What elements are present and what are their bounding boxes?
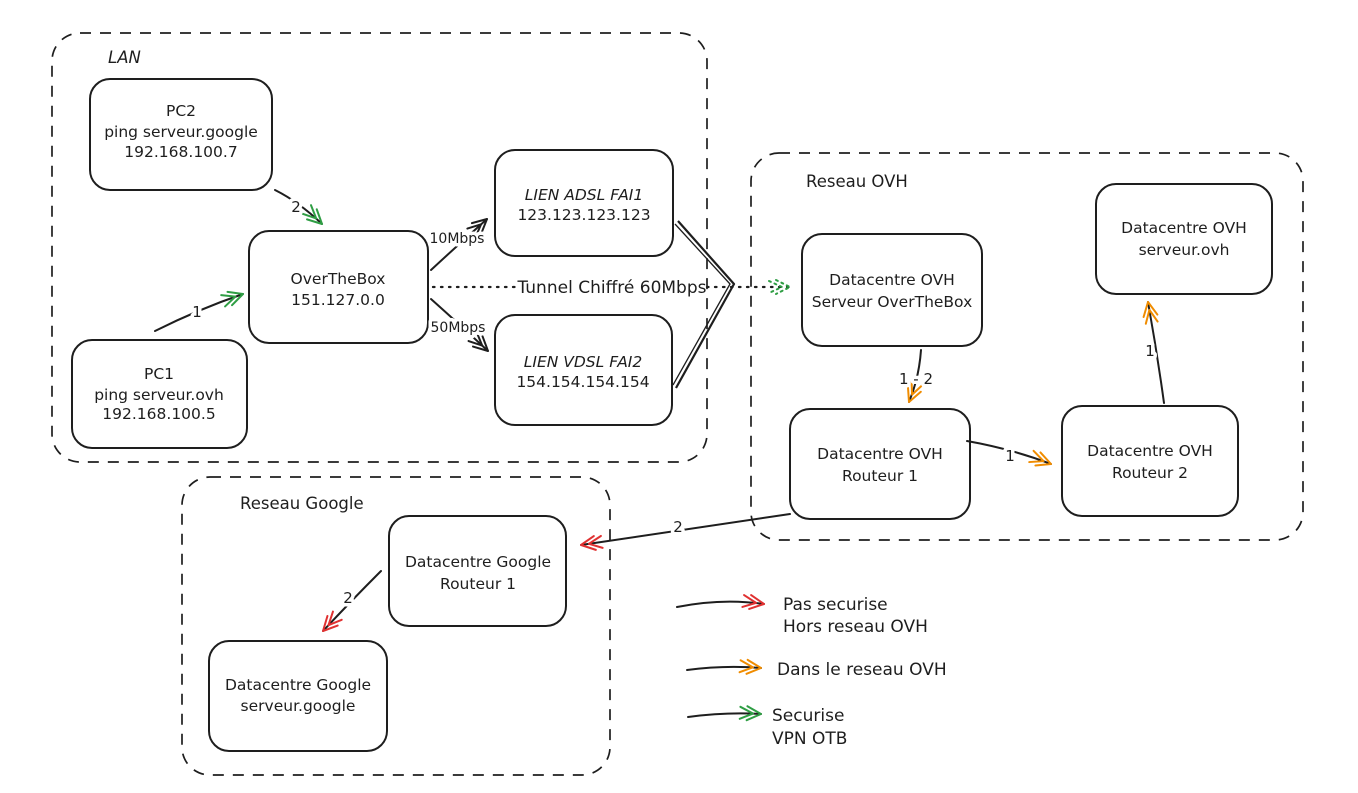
edge-r2-serveurovh-label: 1 xyxy=(1145,342,1155,360)
ovh-serveur-otb-line1: Datacentre OVH xyxy=(829,271,955,289)
google-container-label: Reseau Google xyxy=(240,494,364,513)
adsl-title: LIEN ADSL FAI1 xyxy=(525,186,644,204)
adsl-ip: 123.123.123.123 xyxy=(517,206,650,224)
node-ovh-routeur-2: Datacentre OVH Routeur 2 xyxy=(1061,405,1239,517)
node-ovh-serveur-overthebox: Datacentre OVH Serveur OverTheBox xyxy=(801,233,983,347)
edge-otb-adsl-label: 10Mbps xyxy=(430,231,485,247)
edge-otb-vdsl-label: 50Mbps xyxy=(431,320,486,336)
node-google-routeur-1: Datacentre Google Routeur 1 xyxy=(388,515,567,627)
ovh-routeur-2-line2: Routeur 2 xyxy=(1112,464,1188,482)
overthebox-title: OverTheBox xyxy=(291,270,386,288)
node-google-serveur: Datacentre Google serveur.google xyxy=(208,640,388,752)
edge-googler1-serveur-line xyxy=(322,570,382,632)
edge-routeur2-to-serveurovh: 1 xyxy=(1142,301,1165,404)
legend-unsecured-line2: Hors reseau OVH xyxy=(783,617,928,637)
pc2-box xyxy=(89,78,273,191)
ovh-serveur-ovh-line2: serveur.ovh xyxy=(1139,241,1230,259)
edge-r1-r2-label: 1 xyxy=(1005,447,1015,465)
overthebox-box xyxy=(248,230,429,344)
edge-serveurotb-r1-label: 1 - 2 xyxy=(899,370,933,388)
pc2-line2: ping serveur.google xyxy=(104,123,258,141)
legend-green-arrow xyxy=(687,705,762,722)
pc1-title: PC1 xyxy=(144,365,174,383)
edge-ovhrouteur1-to-googlerouteur1: 2 xyxy=(580,513,791,551)
pc1-line2: ping serveur.ovh xyxy=(94,386,224,404)
vdsl-box xyxy=(494,314,673,426)
ovh-routeur-2-line1: Datacentre OVH xyxy=(1087,442,1213,460)
legend-secured-line2: VPN OTB xyxy=(772,729,847,749)
edge-googlerouteur1-to-serveurgoogle: 2 xyxy=(322,570,382,632)
edge-serveurotb-r1-line xyxy=(906,349,924,403)
legend-item-inside-ovh: Dans le reseau OVH xyxy=(686,658,947,680)
ovh-serveur-ovh-line1: Datacentre OVH xyxy=(1121,219,1247,237)
google-serveur-line1: Datacentre Google xyxy=(225,676,371,694)
edge-tunnel-chiffre: Tunnel Chiffré 60Mbps xyxy=(431,278,790,298)
edge-otb-adsl-line xyxy=(430,218,488,271)
edge-pc2-otb-line xyxy=(274,189,323,225)
edge-pc2-to-overthebox: 2 xyxy=(274,189,323,225)
node-lien-adsl-fai1: LIEN ADSL FAI1 123.123.123.123 xyxy=(494,149,674,257)
google-container-border xyxy=(181,476,611,776)
legend-item-unsecured: Pas securise Hors reseau OVH xyxy=(676,594,928,637)
legend-red-arrow xyxy=(676,594,765,610)
edge-routeur1-to-routeur2: 1 xyxy=(966,440,1052,469)
edge-ovhr1-googler1-line xyxy=(580,513,791,551)
node-overthebox: OverTheBox 151.127.0.0 xyxy=(248,230,429,344)
google-routeur-1-line1: Datacentre Google xyxy=(405,553,551,571)
google-routeur-1-box xyxy=(388,515,567,627)
google-container: Reseau Google xyxy=(181,476,611,776)
edge-overthebox-to-vdsl: 50Mbps xyxy=(427,298,489,352)
edge-ovhserveurotb-to-routeur1: 1 - 2 xyxy=(895,349,937,403)
google-serveur-box xyxy=(208,640,388,752)
edge-ovhr1-googler1-label: 2 xyxy=(673,518,683,536)
ovh-serveur-ovh-box xyxy=(1095,183,1273,295)
google-routeur-1-line2: Routeur 1 xyxy=(440,575,516,593)
vdsl-ip: 154.154.154.154 xyxy=(516,373,649,391)
ovh-routeur-2-box xyxy=(1061,405,1239,517)
edge-overthebox-to-adsl: 10Mbps xyxy=(426,218,488,271)
pc1-line3: 192.168.100.5 xyxy=(102,405,215,423)
google-serveur-line2: serveur.google xyxy=(241,697,356,715)
tunnel-label: Tunnel Chiffré 60Mbps xyxy=(516,278,706,298)
legend-item-secured: Securise VPN OTB xyxy=(687,705,847,749)
pc2-title: PC2 xyxy=(166,102,196,120)
node-pc2: PC2 ping serveur.google 192.168.100.7 xyxy=(89,78,273,191)
vdsl-title: LIEN VDSL FAI2 xyxy=(524,353,643,371)
ovh-routeur-1-line2: Routeur 1 xyxy=(842,467,918,485)
pc2-line3: 192.168.100.7 xyxy=(124,143,237,161)
ovh-serveur-otb-line2: Serveur OverTheBox xyxy=(812,293,973,311)
node-ovh-routeur-1: Datacentre OVH Routeur 1 xyxy=(789,408,971,520)
legend: Pas securise Hors reseau OVH Dans le res… xyxy=(676,594,947,749)
node-lien-vdsl-fai2: LIEN VDSL FAI2 154.154.154.154 xyxy=(494,314,673,426)
ovh-container-label: Reseau OVH xyxy=(806,172,908,191)
legend-inside-ovh-line1: Dans le reseau OVH xyxy=(777,660,947,680)
ovh-serveur-otb-box xyxy=(801,233,983,347)
ovh-routeur-1-line1: Datacentre OVH xyxy=(817,445,943,463)
edge-otb-vdsl-line xyxy=(430,298,489,352)
legend-secured-line1: Securise xyxy=(772,706,844,726)
legend-orange-arrow xyxy=(686,658,762,675)
adsl-box xyxy=(494,149,674,257)
edge-pc2-otb-label: 2 xyxy=(291,198,301,216)
edge-r2-serveurovh-line xyxy=(1142,301,1165,404)
node-ovh-serveur-ovh: Datacentre OVH serveur.ovh xyxy=(1095,183,1273,295)
edge-googler1-serveur-label: 2 xyxy=(343,589,353,607)
ovh-routeur-1-box xyxy=(789,408,971,520)
overthebox-ip: 151.127.0.0 xyxy=(291,291,385,309)
lan-container-label: LAN xyxy=(108,48,141,67)
edge-r1-r2-line xyxy=(966,440,1052,467)
legend-unsecured-line1: Pas securise xyxy=(783,595,888,615)
pc1-box xyxy=(71,339,248,449)
edge-pc1-to-overthebox: 1 xyxy=(154,290,244,332)
edge-pc1-otb-line xyxy=(154,290,244,332)
node-pc1: PC1 ping serveur.ovh 192.168.100.5 xyxy=(71,339,248,449)
edge-pc1-otb-label: 1 xyxy=(192,303,202,321)
